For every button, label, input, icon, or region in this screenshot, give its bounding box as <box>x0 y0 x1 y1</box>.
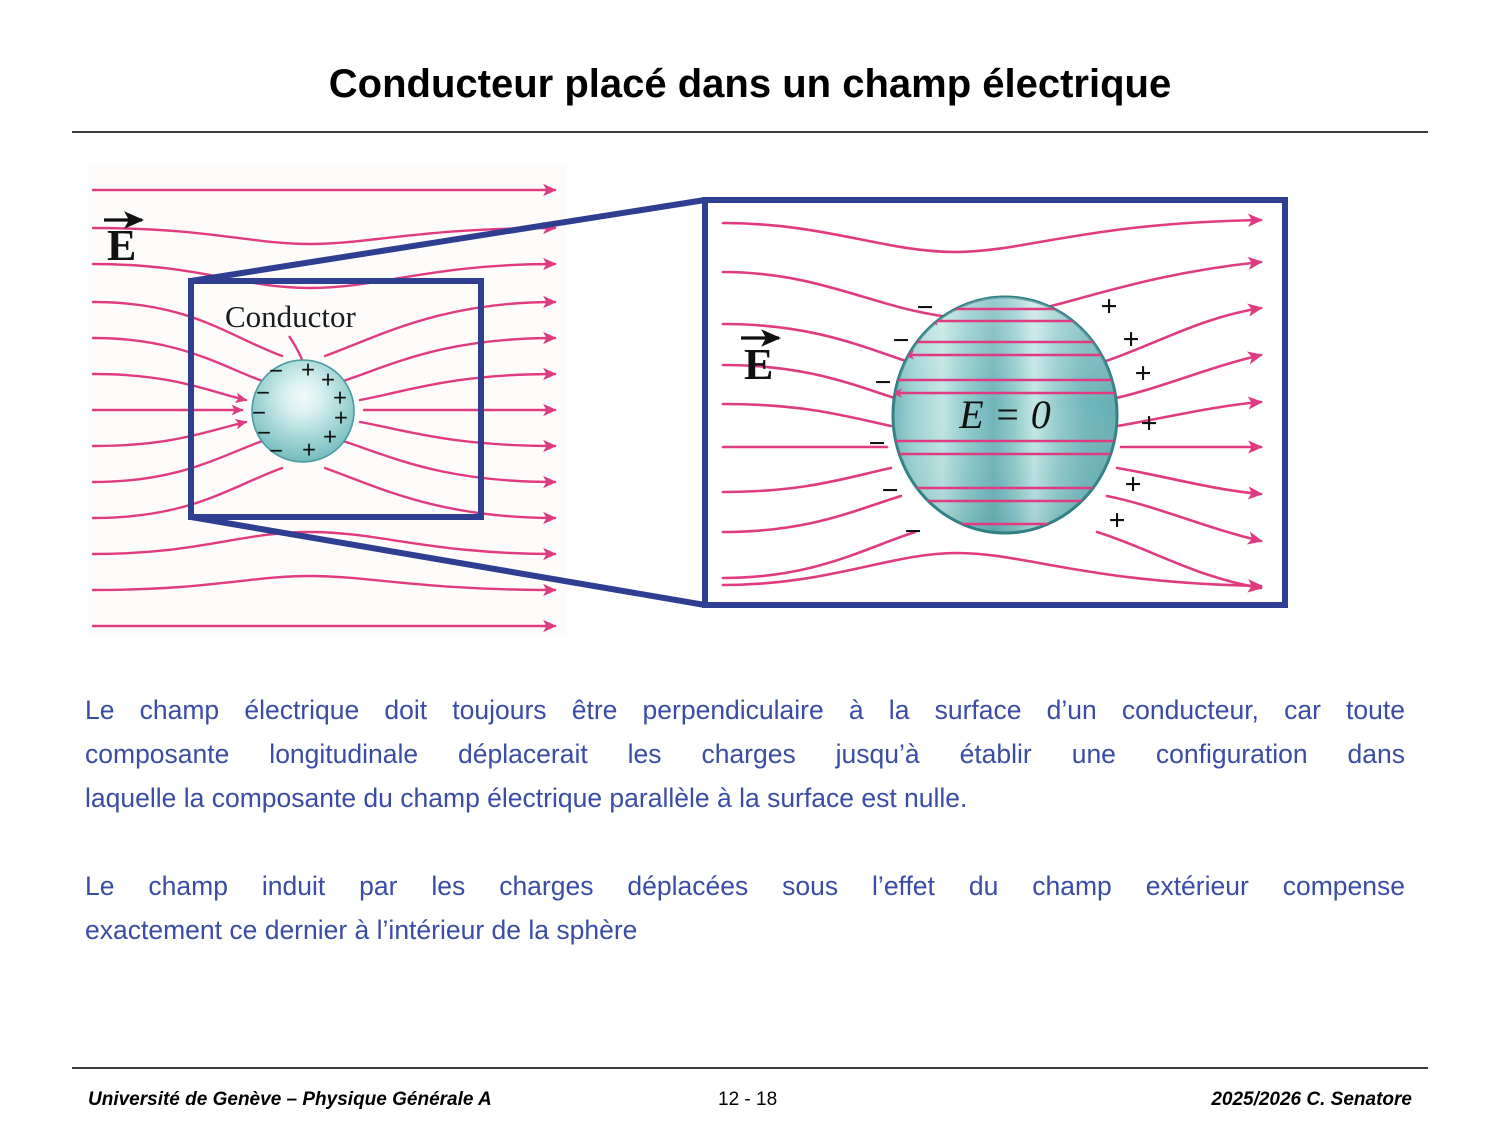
right-field-lines <box>721 213 1263 593</box>
zoom-source-rectangle <box>188 278 484 520</box>
conductor-field-figure: Conductor − − − − − + + + + + + E <box>60 160 1440 640</box>
svg-text:−: − <box>892 324 909 357</box>
svg-text:+: + <box>302 437 316 464</box>
right-E-symbol: E <box>744 340 773 389</box>
svg-text:−: − <box>257 420 271 447</box>
small-conductor-sphere <box>251 359 355 463</box>
left-field-lines <box>91 183 557 633</box>
conductor-label: Conductor <box>225 299 357 334</box>
svg-text:+: + <box>301 357 315 384</box>
right-field-line-bottom <box>721 551 1263 593</box>
svg-text:+: + <box>1108 504 1125 537</box>
svg-text:−: − <box>269 358 283 385</box>
svg-text:−: − <box>868 427 885 460</box>
large-sphere-positive-charges: + + + + + + <box>1100 290 1157 537</box>
svg-text:−: − <box>252 400 266 427</box>
footer-author-label: 2025/2026 C. Senatore <box>1211 1089 1412 1110</box>
svg-text:+: + <box>334 405 348 432</box>
paragraph-1-line-2: composante longitudinale déplacerait les… <box>85 739 1405 769</box>
small-sphere-negative-charges: − − − − − <box>252 358 283 465</box>
paragraph-2: Le champ induit par les charges déplacée… <box>85 864 1405 952</box>
svg-text:−: − <box>916 291 933 324</box>
page-title: Conducteur placé dans un champ électriqu… <box>328 62 1172 106</box>
svg-text:−: − <box>269 438 283 465</box>
svg-text:+: + <box>1140 407 1157 440</box>
paragraph-1: Le champ électrique doit toujours être p… <box>85 688 1405 820</box>
zoom-frame-rectangle <box>702 197 1288 608</box>
figure-svg: Conductor − − − − − + + + + + + E <box>88 166 1288 634</box>
svg-text:+: + <box>1124 468 1141 501</box>
paragraph-1-line-3: laquelle la composante du champ électriq… <box>85 783 968 813</box>
svg-text:−: − <box>256 380 270 407</box>
svg-text:−: − <box>881 474 898 507</box>
paragraph-1-line-1: Le champ électrique doit toujours être p… <box>85 695 1405 725</box>
paragraph-2-line-2: exactement ce dernier à l’intérieur de l… <box>85 915 638 945</box>
small-sphere-positive-charges: + + + + + + <box>301 357 348 464</box>
internal-field-arrows <box>893 304 1117 533</box>
svg-text:+: + <box>321 367 335 394</box>
left-figure-panel: Conductor − − − − − + + + + + + E <box>88 166 706 634</box>
svg-text:+: + <box>1100 290 1117 323</box>
left-E-symbol: E <box>107 221 136 270</box>
footer-divider <box>72 1067 1428 1069</box>
footer-course-label: Université de Genève – Physique Générale… <box>88 1089 492 1110</box>
paragraph-2-line-1: Le champ induit par les charges déplacée… <box>85 871 1405 901</box>
svg-text:+: + <box>333 385 347 412</box>
svg-text:+: + <box>1134 357 1151 390</box>
right-figure-panel: E = 0 − − − − − − + + + + + + E <box>702 197 1288 608</box>
svg-text:−: − <box>874 366 891 399</box>
left-field-vector-label: E <box>104 211 145 270</box>
large-sphere-negative-charges: − − − − − − <box>868 291 933 548</box>
title-divider <box>72 131 1428 133</box>
svg-text:−: − <box>904 515 921 548</box>
interior-field-label: E = 0 <box>958 392 1050 437</box>
svg-text:+: + <box>323 424 337 451</box>
zoom-connector-lines <box>190 197 706 608</box>
svg-text:+: + <box>1122 323 1139 356</box>
footer-page-number: 12 - 18 <box>718 1089 778 1110</box>
right-field-vector-label: E <box>741 329 782 389</box>
